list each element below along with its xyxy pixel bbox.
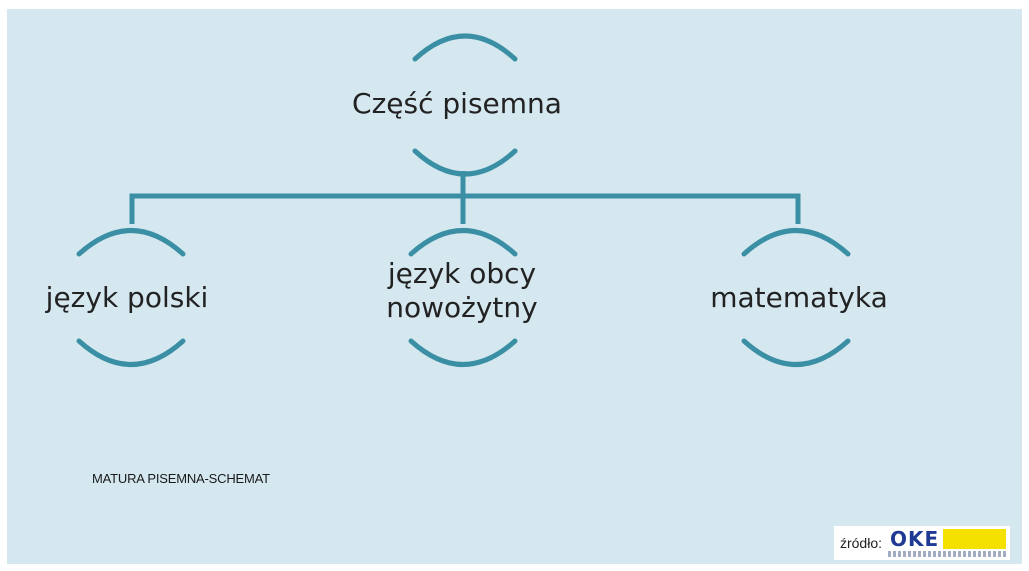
child-node-label-right: matematyka — [710, 281, 888, 314]
root-node-label: Część pisemna — [352, 87, 562, 120]
diagram-caption: MATURA PISEMNA-SCHEMAT — [92, 471, 270, 486]
source-label: źródło: — [839, 535, 882, 551]
left-node-top-arc — [76, 228, 186, 257]
mid-node-bottom-arc — [408, 338, 518, 367]
slide: Część pisemna język polski język obcy no… — [7, 9, 1022, 564]
child-node-label-left: język polski — [45, 281, 209, 314]
left-node-bottom-arc — [76, 338, 186, 367]
source-attribution: źródło: OKE — [833, 526, 1010, 560]
oke-logo-text: OKE — [890, 527, 940, 551]
oke-logo-yellow-bar — [943, 529, 1006, 549]
root-node-bottom-arc — [412, 148, 518, 177]
child-node-label-mid: język obcy nowożytny — [386, 257, 538, 324]
oke-logo-subtitle-graphic — [888, 551, 1006, 557]
hierarchy-diagram — [76, 33, 851, 367]
root-node-top-arc — [412, 33, 518, 62]
right-node-top-arc — [741, 228, 851, 257]
oke-logo: OKE — [888, 529, 1006, 557]
right-node-bottom-arc — [741, 338, 851, 367]
mid-node-top-arc — [408, 228, 518, 257]
